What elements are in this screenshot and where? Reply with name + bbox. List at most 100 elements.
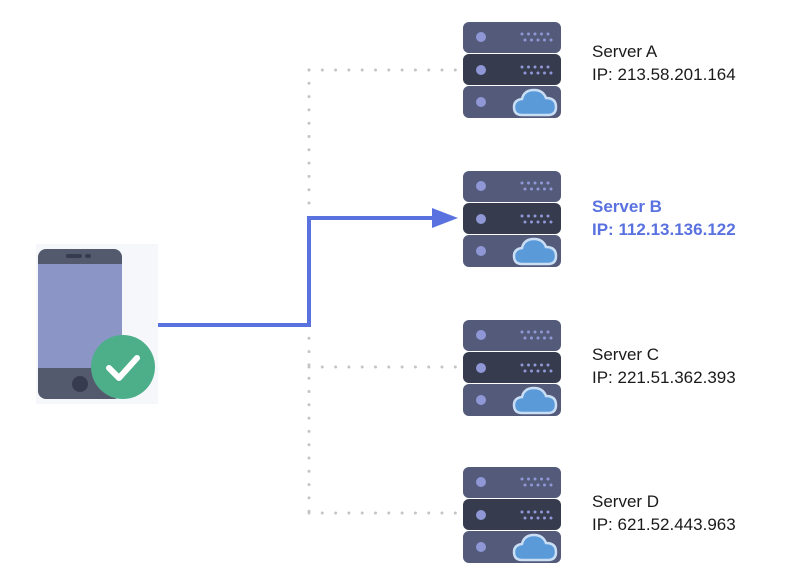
server-vent-dot [533, 330, 537, 334]
server-vent-dot [530, 187, 533, 191]
server-vent-dot [543, 71, 546, 75]
server-vent-dot [543, 38, 546, 42]
server-vent-dot [536, 483, 540, 487]
server-vent-dot [540, 32, 543, 36]
server-vent-dot [543, 336, 546, 340]
server-vent-dot [536, 38, 540, 42]
server-vent-dot [540, 65, 543, 69]
server-vent-dot [536, 369, 540, 373]
server-vent-dot [540, 330, 543, 334]
server-a-node [462, 20, 562, 120]
server-vent-dot [520, 330, 524, 334]
server-icon [463, 320, 561, 416]
server-vent-dot [543, 187, 546, 191]
cloud-icon [512, 88, 558, 117]
server-vent-dot [533, 363, 537, 367]
server-name: Server A [592, 42, 658, 61]
server-vent-dot [546, 477, 550, 481]
server-vent-dot [543, 220, 546, 224]
server-vent-dot [523, 187, 527, 191]
server-vent-dot [523, 38, 527, 42]
server-vent-dot [520, 363, 524, 367]
server-vent-dot [520, 510, 524, 514]
server-vent-dot [536, 187, 540, 191]
server-vent-dot [530, 369, 533, 373]
server-vent-dot [546, 363, 550, 367]
server-vent-dot [523, 483, 527, 487]
server-vent-dot [530, 220, 533, 224]
server-vent-dot [549, 369, 553, 373]
server-icon [463, 171, 561, 267]
server-vent-dot [523, 516, 527, 520]
server-vent-dot [527, 181, 530, 185]
server-ip: IP: 621.52.443.963 [592, 515, 736, 534]
active-connection-line [158, 216, 436, 327]
server-b-node [462, 169, 562, 269]
server-vent-dot [549, 38, 553, 42]
server-name: Server D [592, 492, 660, 511]
server-vent-dot [533, 477, 537, 481]
server-vent-dot [520, 214, 524, 218]
server-name: Server B [592, 197, 662, 216]
server-vent-dot [527, 32, 530, 36]
server-c-node [462, 318, 562, 418]
server-icon [463, 22, 561, 118]
inactive-connectors [307, 68, 458, 515]
server-vent-dot [530, 71, 533, 75]
server-vent-dot [546, 32, 550, 36]
server-vent-dot [527, 214, 530, 218]
server-vent-dot [540, 510, 543, 514]
server-vent-dot [543, 483, 546, 487]
server-icon [463, 467, 561, 563]
server-vent-dot [527, 477, 530, 481]
server-vent-dot [533, 65, 537, 69]
server-vent-dot [540, 181, 543, 185]
server-vent-dot [520, 65, 524, 69]
cloud-icon [512, 533, 558, 562]
server-vent-dot [530, 38, 533, 42]
server-ip: IP: 112.13.136.122 [592, 220, 736, 239]
server-vent-dot [523, 71, 527, 75]
server-vent-dot [523, 369, 527, 373]
server-vent-dot [523, 220, 527, 224]
server-c-label: Server C IP: 221.51.362.393 [592, 343, 736, 389]
server-vent-dot [530, 516, 533, 520]
server-vent-dot [527, 363, 530, 367]
active-connection-arrowhead [432, 208, 458, 228]
server-vent-dot [533, 510, 537, 514]
server-vent-dot [533, 214, 537, 218]
server-vent-dot [549, 187, 553, 191]
server-d-label: Server D IP: 621.52.443.963 [592, 490, 736, 536]
server-ip: IP: 221.51.362.393 [592, 368, 736, 387]
server-vent-dot [520, 477, 524, 481]
server-vent-dot [536, 336, 540, 340]
server-vent-dot [549, 336, 553, 340]
server-vent-dot [540, 214, 543, 218]
server-b-label: Server B IP: 112.13.136.122 [592, 195, 736, 241]
server-vent-dot [546, 214, 550, 218]
server-vent-dot [523, 336, 527, 340]
server-vent-dot [527, 510, 530, 514]
server-d-node [462, 465, 562, 565]
server-vent-dot [520, 32, 524, 36]
server-vent-dot [543, 369, 546, 373]
server-vent-dot [549, 71, 553, 75]
server-vent-dot [527, 65, 530, 69]
server-vent-dot [533, 32, 537, 36]
server-vent-dot [546, 330, 550, 334]
server-vent-dot [536, 71, 540, 75]
server-vent-dot [543, 516, 546, 520]
server-vent-dot [546, 510, 550, 514]
client-device [36, 244, 158, 404]
server-vent-dot [546, 65, 550, 69]
cloud-icon [512, 237, 558, 266]
server-name: Server C [592, 345, 660, 364]
server-vent-dot [536, 516, 540, 520]
server-vent-dot [530, 483, 533, 487]
server-vent-dot [549, 483, 553, 487]
server-vent-dot [546, 181, 550, 185]
server-vent-dot [520, 181, 524, 185]
server-vent-dot [540, 477, 543, 481]
